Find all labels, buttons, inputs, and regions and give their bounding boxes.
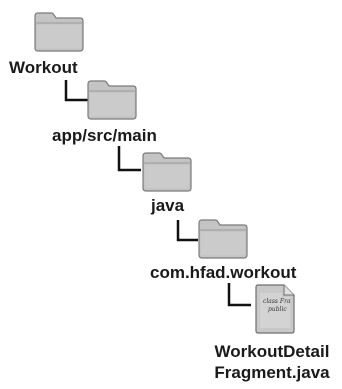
folder-label-com-hfad-workout: com.hfad.workout [150, 263, 297, 282]
connector-root-level1 [64, 80, 88, 102]
folder-icon [142, 152, 192, 192]
file-thumbnail-line1: class Fra [263, 298, 291, 305]
folder-icon [34, 12, 84, 52]
connector-com-file [227, 283, 251, 307]
folder-label-workout: Workout [9, 58, 78, 77]
connector-level1-java [117, 146, 141, 172]
folder-label-java: java [151, 196, 185, 215]
file-label: WorkoutDetail Fragment.java [202, 341, 342, 383]
java-file-icon: class Fra public [255, 284, 295, 334]
folder-icon [87, 80, 137, 120]
folder-label-app-src-main: app/src/main [52, 126, 157, 145]
file-thumbnail-line2: public [268, 306, 287, 313]
file-label-line1: WorkoutDetail [214, 342, 330, 361]
file-label-line2: Fragment.java [214, 363, 330, 382]
folder-icon [198, 219, 248, 259]
connector-java-com [176, 220, 198, 242]
